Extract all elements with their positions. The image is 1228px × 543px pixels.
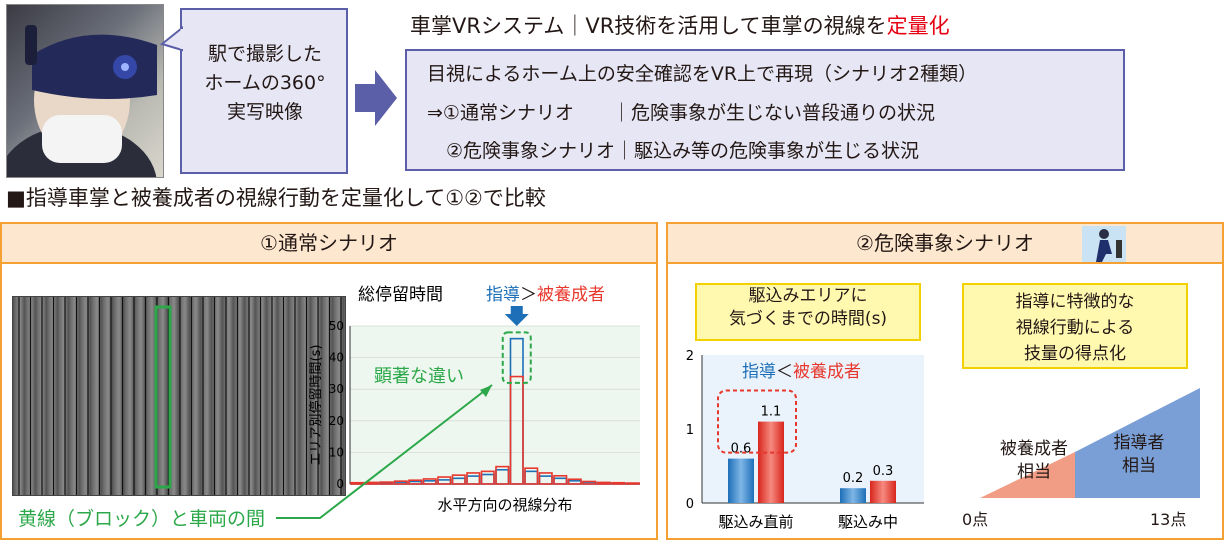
y-tick-label: 50 xyxy=(329,319,344,333)
title-main: 車掌VRシステム｜VR技術を活用して車掌の視線を xyxy=(410,14,887,38)
trainee-bar xyxy=(567,478,582,485)
trainee-equivalent-label: 被養成者 相当 xyxy=(1000,439,1068,482)
trainee-bar xyxy=(437,476,452,485)
chart-title: 総停留時間 xyxy=(358,285,443,305)
trainee-bar xyxy=(596,481,611,485)
peak-arrow-icon xyxy=(504,306,529,326)
time-box-line-1: 駆込みエリアに xyxy=(748,286,868,306)
peak-highlight xyxy=(501,331,532,384)
trainee-bar xyxy=(758,421,784,503)
trainee-bar xyxy=(538,472,553,485)
time-to-notice-label: 駆込みエリアに 気づくまでの時間(s) xyxy=(695,283,921,341)
legend-compare: ＜ xyxy=(776,362,793,382)
normal-scenario-panel: ①通常シナリオ xyxy=(0,222,658,540)
callout-line-3: 実写映像 xyxy=(226,101,303,123)
trainee-bar xyxy=(495,465,510,485)
data-label: 1.1 xyxy=(761,405,782,420)
gaze-area-grid xyxy=(18,297,342,495)
callout-line-1: 駅で撮影した xyxy=(207,43,322,65)
difference-annotation: 顕著な違い xyxy=(374,366,464,387)
chart-legend: 指導＜被養成者 xyxy=(742,362,861,382)
title-highlight: 定量化 xyxy=(886,14,950,38)
instructor-score-area xyxy=(1075,388,1200,498)
category-label: 駆込み中 xyxy=(838,513,898,531)
instructor-equivalent-label: 指導者 相当 xyxy=(1113,433,1165,476)
difference-highlight xyxy=(717,389,797,454)
y-tick-label: 20 xyxy=(329,414,344,428)
trainee-bar xyxy=(611,481,626,485)
y-tick-label: 0 xyxy=(686,497,694,512)
y-tick-label: 2 xyxy=(686,349,694,364)
trainee-bar xyxy=(408,479,423,485)
instructor-bar xyxy=(728,458,754,503)
info-line-2: ⇒①通常シナリオ ｜危険事象が生じない普段通りの状況 xyxy=(427,102,935,124)
y-tick-label: 30 xyxy=(329,382,344,396)
callout-pointer xyxy=(160,26,184,52)
chart-legend: 指導＞被養成者 xyxy=(486,285,605,305)
trainee-bar xyxy=(524,467,539,485)
y-tick-label: 0 xyxy=(336,477,344,491)
trainee-bar xyxy=(870,480,896,503)
legend-trainee: 被養成者 xyxy=(537,285,605,305)
trainee-bar xyxy=(393,480,408,485)
callout-line-2: ホームの360° xyxy=(204,72,326,94)
skill-box-line-3: 技量の得点化 xyxy=(1024,344,1126,364)
gaze-area-highlight xyxy=(154,305,172,489)
data-label: 0.6 xyxy=(731,442,752,457)
score-max-label: 13点 xyxy=(1150,510,1187,529)
data-label: 0.2 xyxy=(843,471,864,486)
trainee-bar xyxy=(480,470,495,485)
trainee-bar xyxy=(422,478,437,485)
legend-instructor: 指導 xyxy=(486,285,520,305)
trainee-bar xyxy=(466,472,481,485)
video-callout xyxy=(180,8,348,174)
y-tick-label: 40 xyxy=(329,351,344,365)
data-label: 0.3 xyxy=(873,464,894,479)
trainee-score-area xyxy=(980,452,1075,498)
running-person-icon xyxy=(1082,226,1126,262)
time-box-line-2: 気づくまでの時間(s) xyxy=(728,309,888,329)
legend-compare: ＞ xyxy=(520,285,537,305)
yellow-line-label: 黄線（ブロック）と車両の間 xyxy=(18,508,266,530)
page-title: 車掌VRシステム｜VR技術を活用して車掌の視線を定量化 xyxy=(410,10,950,40)
legend-instructor: 指導 xyxy=(742,362,776,382)
trainee-bar xyxy=(379,481,394,485)
skill-box-line-1: 指導に特徴的な xyxy=(1015,292,1135,312)
y-axis-label: エリア別停留時間(s) xyxy=(308,345,324,466)
notice-time-chart: 0 1 2 0.6 1.1 駆込み直前 0.2 0.3 駆込み中 指導＜被養成者 xyxy=(686,349,924,531)
connector-arrowhead xyxy=(480,385,492,397)
danger-scenario-panel: ②危険事象シナリオ xyxy=(666,222,1224,540)
x-axis-label: 水平方向の視線分布 xyxy=(437,496,572,514)
trainee-bar xyxy=(625,482,640,485)
y-tick-label: 10 xyxy=(329,445,344,459)
person-with-vr-headset-icon xyxy=(7,25,157,177)
trainee-bar xyxy=(582,480,597,485)
category-label: 駆込み直前 xyxy=(718,513,793,531)
panel2-title: ②危険事象シナリオ xyxy=(668,224,1222,264)
info-line-3: ②危険事象シナリオ｜駆込み等の危険事象が生じる状況 xyxy=(427,140,920,162)
scenario-info-box: 目視によるホーム上の安全確認をVR上で再現（シナリオ2種類） ⇒①通常シナリオ … xyxy=(405,49,1125,171)
skill-score-scale xyxy=(980,388,1200,498)
instructor-bar xyxy=(840,488,866,503)
section-heading: ■指導車掌と被養成者の視線行動を定量化して①②で比較 xyxy=(6,186,546,210)
vr-headset-photo xyxy=(6,4,164,178)
panel1-title: ①通常シナリオ xyxy=(2,224,656,264)
info-line-1: 目視によるホーム上の安全確認をVR上で再現（シナリオ2種類） xyxy=(427,63,978,85)
trainee-bar xyxy=(451,474,466,485)
skill-box-line-2: 視線行動による xyxy=(1015,318,1135,338)
connector-line xyxy=(276,384,493,519)
legend-trainee: 被養成者 xyxy=(793,362,861,382)
skill-score-label: 指導に特徴的な 視線行動による 技量の得点化 xyxy=(962,283,1188,369)
y-tick-label: 1 xyxy=(686,423,694,438)
right-arrow-icon xyxy=(355,70,397,126)
trainee-bar xyxy=(553,474,568,485)
trainee-bar xyxy=(509,375,524,485)
vr-platform-view xyxy=(12,296,346,496)
score-min-label: 0点 xyxy=(962,510,989,529)
